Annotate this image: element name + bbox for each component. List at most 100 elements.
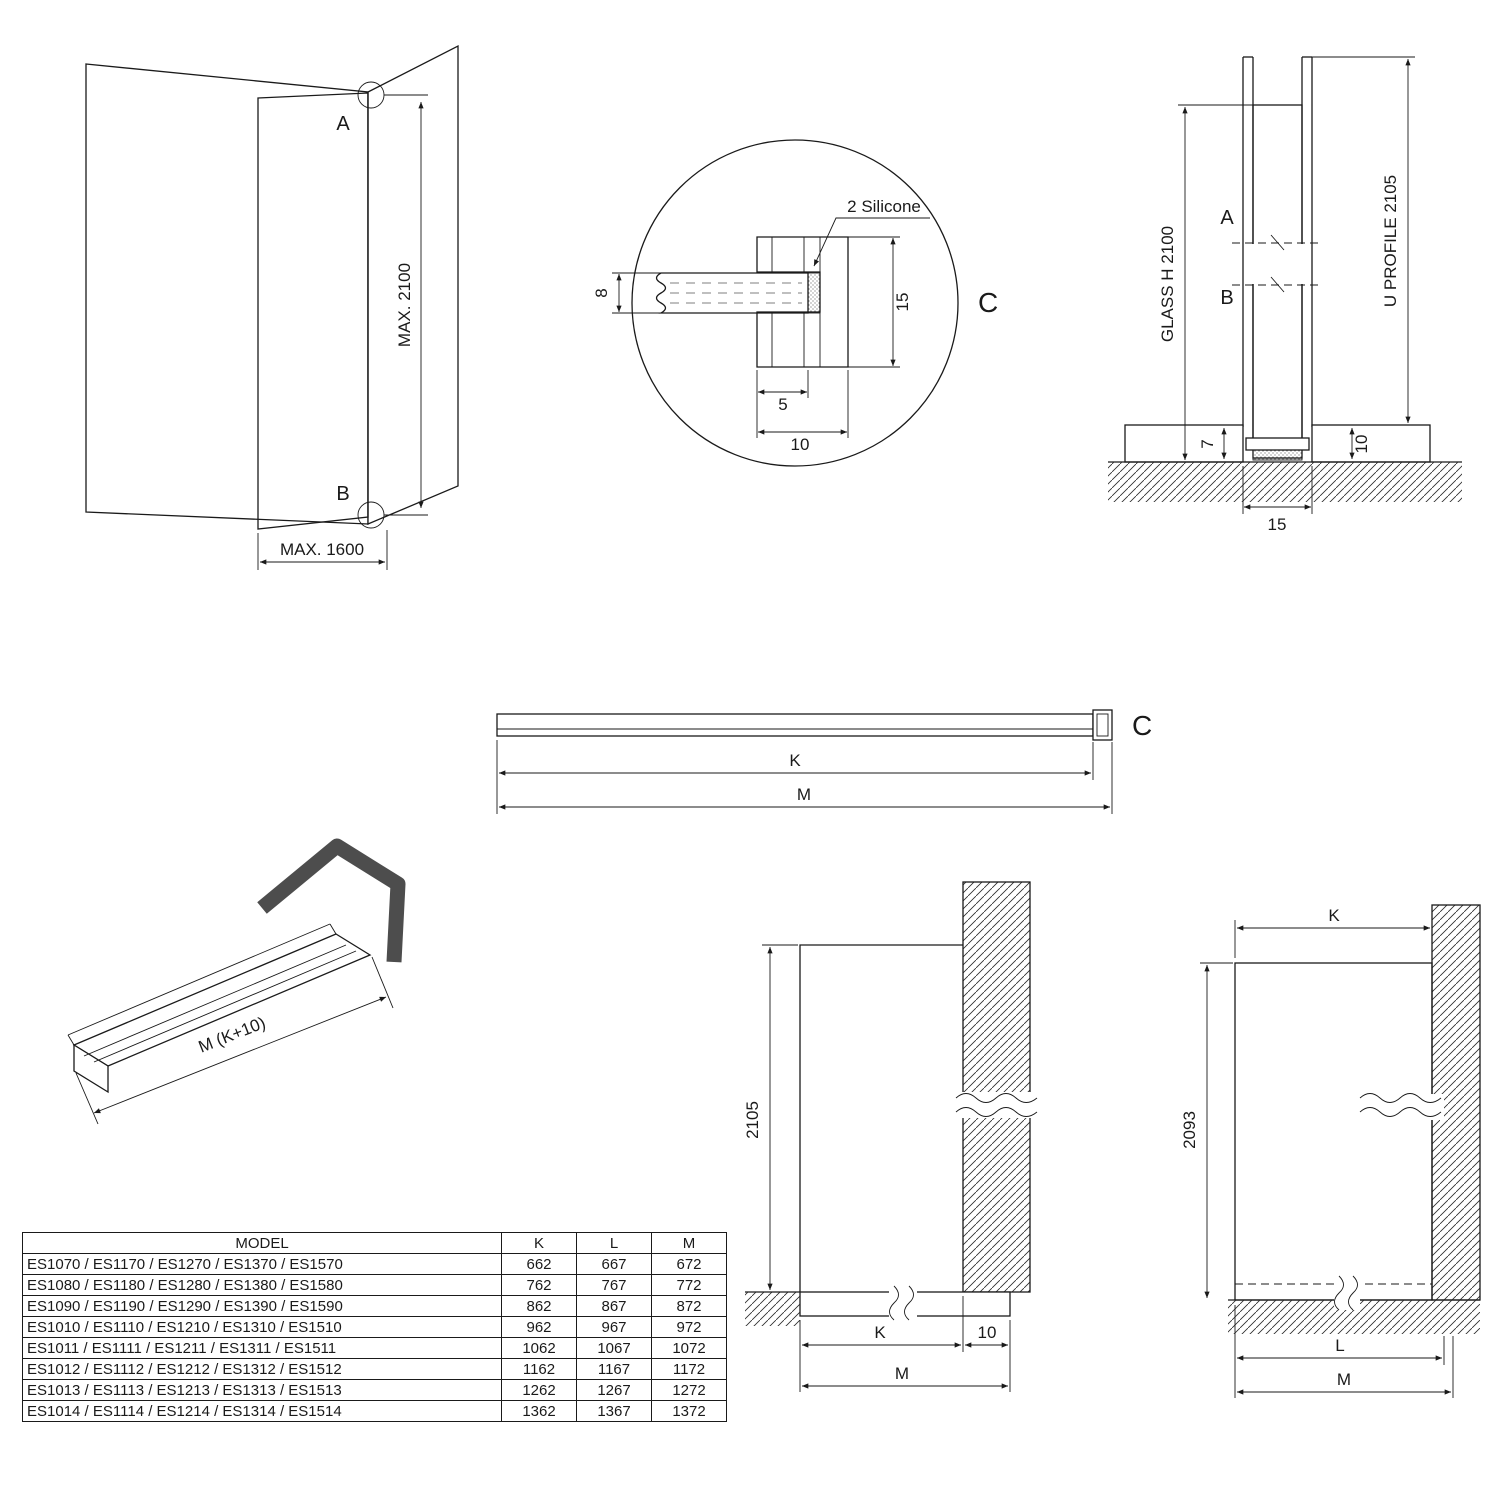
dim-7-label: 7 bbox=[1198, 439, 1217, 448]
wall bbox=[962, 881, 1031, 1293]
l-cell: 967 bbox=[576, 1316, 652, 1338]
l-cell: 1267 bbox=[576, 1379, 652, 1401]
model-cell: ES1011 / ES1111 / ES1211 / ES1311 / ES15… bbox=[22, 1337, 502, 1359]
dim-width-15: 15 bbox=[1242, 466, 1313, 534]
silicone-label: 2 Silicone bbox=[847, 197, 921, 216]
u-profile-2105-label: U PROFILE 2105 bbox=[1381, 175, 1400, 307]
m-cell: 672 bbox=[651, 1253, 727, 1275]
detail-circle bbox=[631, 139, 959, 467]
table-header-model: MODEL bbox=[22, 1232, 502, 1254]
l-cell: 867 bbox=[576, 1295, 652, 1317]
dim-10-label: 10 bbox=[1352, 435, 1371, 454]
bar-break bbox=[889, 1285, 917, 1321]
dim-l-label: L bbox=[1335, 1336, 1344, 1355]
model-cell: ES1070 / ES1170 / ES1270 / ES1370 / ES15… bbox=[22, 1253, 502, 1275]
dim-u-profile: U PROFILE 2105 bbox=[1312, 56, 1415, 424]
label-a: A bbox=[336, 113, 350, 135]
dim-10-label: 10 bbox=[978, 1323, 997, 1342]
bottom-break bbox=[1334, 1275, 1360, 1311]
l-cell: 667 bbox=[576, 1253, 652, 1275]
dim-max-2100-label: MAX. 2100 bbox=[395, 263, 414, 347]
floor bbox=[1108, 461, 1462, 502]
k-cell: 962 bbox=[501, 1316, 577, 1338]
k-cell: 1062 bbox=[501, 1337, 577, 1359]
glass-break bbox=[1359, 1093, 1444, 1120]
model-cell: ES1090 / ES1190 / ES1290 / ES1390 / ES15… bbox=[22, 1295, 502, 1317]
dim-height-2093: 2093 bbox=[1180, 962, 1233, 1299]
dim-base-7: 7 bbox=[1198, 427, 1227, 460]
left-wall bbox=[85, 63, 369, 525]
m-cell: 972 bbox=[651, 1316, 727, 1338]
dim-l: L bbox=[1234, 1305, 1445, 1398]
dim-m: M bbox=[1236, 1336, 1454, 1398]
l-cell: 1067 bbox=[576, 1337, 652, 1359]
profile-detail-lines bbox=[771, 237, 821, 367]
corner-angle-profile bbox=[257, 838, 406, 963]
m-cell: 872 bbox=[651, 1295, 727, 1317]
table-row: ES1070 / ES1170 / ES1270 / ES1370 / ES15… bbox=[22, 1253, 727, 1275]
silicone-leader: 2 Silicone bbox=[813, 197, 930, 267]
model-cell: ES1080 / ES1180 / ES1280 / ES1380 / ES15… bbox=[22, 1274, 502, 1296]
dim-glass-thickness: 8 bbox=[592, 272, 661, 314]
dim-m: M bbox=[498, 742, 1113, 814]
iso-profile-view: M (K+10) bbox=[67, 838, 406, 1125]
table-header-l: L bbox=[576, 1232, 652, 1254]
model-cell: ES1013 / ES1113 / ES1213 / ES1313 / ES15… bbox=[22, 1379, 502, 1401]
label-b: B bbox=[1220, 287, 1233, 309]
dim-k-label: K bbox=[874, 1323, 886, 1342]
m-cell: 1372 bbox=[651, 1400, 727, 1422]
k-cell: 862 bbox=[501, 1295, 577, 1317]
dim-m-label: M bbox=[797, 785, 811, 804]
k-cell: 762 bbox=[501, 1274, 577, 1296]
label-a: A bbox=[1220, 207, 1234, 229]
model-cell: ES1010 / ES1110 / ES1210 / ES1310 / ES15… bbox=[22, 1316, 502, 1338]
m-cell: 772 bbox=[651, 1274, 727, 1296]
k-cell: 1362 bbox=[501, 1400, 577, 1422]
silicone-strip bbox=[807, 272, 821, 314]
glass-h-2100-label: GLASS H 2100 bbox=[1158, 226, 1177, 342]
dim-m-label: M bbox=[895, 1364, 909, 1383]
table-row: ES1014 / ES1114 / ES1214 / ES1314 / ES15… bbox=[22, 1400, 727, 1422]
glass-section bbox=[655, 272, 809, 314]
dim-glass-height: GLASS H 2100 bbox=[1158, 104, 1253, 461]
glass-strip bbox=[496, 713, 1094, 737]
m-cell: 1172 bbox=[651, 1358, 727, 1380]
table-header-m: M bbox=[651, 1232, 727, 1254]
table-row: ES1012 / ES1112 / ES1212 / ES1312 / ES15… bbox=[22, 1358, 727, 1380]
wall-break bbox=[955, 1092, 1038, 1118]
dim-k: K bbox=[496, 740, 1094, 814]
end-cap-inner bbox=[1096, 713, 1109, 737]
table-row: ES1080 / ES1180 / ES1280 / ES1380 / ES15… bbox=[22, 1274, 727, 1296]
dim-10-label: 10 bbox=[791, 435, 810, 454]
end-cap bbox=[1092, 709, 1113, 741]
perspective-view: MAX. 2100 MAX. 1600 A B bbox=[85, 44, 459, 570]
label-b: B bbox=[336, 483, 349, 505]
dim-profile-height: 15 bbox=[848, 236, 912, 368]
dim-max-width: MAX. 1600 bbox=[257, 530, 388, 570]
profile-foot-upper bbox=[1245, 437, 1310, 451]
k-cell: 1162 bbox=[501, 1358, 577, 1380]
panel-outline bbox=[799, 944, 963, 1292]
model-cell: ES1014 / ES1114 / ES1214 / ES1314 / ES15… bbox=[22, 1400, 502, 1422]
dim-k: K bbox=[1234, 906, 1433, 958]
profile-length-view: C K M bbox=[496, 709, 1152, 814]
dim-m-label: M bbox=[1337, 1370, 1351, 1389]
callout-c-label: C bbox=[1132, 710, 1152, 741]
glass-break bbox=[1232, 234, 1323, 293]
front-elevation-view: 2105 K 10 M bbox=[743, 881, 1038, 1392]
l-cell: 1367 bbox=[576, 1400, 652, 1422]
dim-max-height: MAX. 2100 bbox=[384, 94, 428, 516]
base-right bbox=[1311, 424, 1431, 463]
model-table: MODEL K L M ES1070 / ES1170 / ES1270 / E… bbox=[22, 1232, 727, 1422]
side-section-view: A B 7 10 15 GLASS H 2100 bbox=[1108, 56, 1462, 534]
u-profile-section bbox=[756, 236, 849, 368]
base-left bbox=[1124, 424, 1244, 463]
table-row: ES1013 / ES1113 / ES1213 / ES1313 / ES15… bbox=[22, 1379, 727, 1401]
profile-foot-lower bbox=[1252, 449, 1303, 461]
dim-max-1600-label: MAX. 1600 bbox=[280, 540, 364, 559]
dim-height-2105: 2105 bbox=[743, 944, 798, 1293]
k-cell: 662 bbox=[501, 1253, 577, 1275]
table-row: ES1011 / ES1111 / ES1211 / ES1311 / ES15… bbox=[22, 1337, 727, 1359]
floor-left bbox=[745, 1291, 800, 1326]
